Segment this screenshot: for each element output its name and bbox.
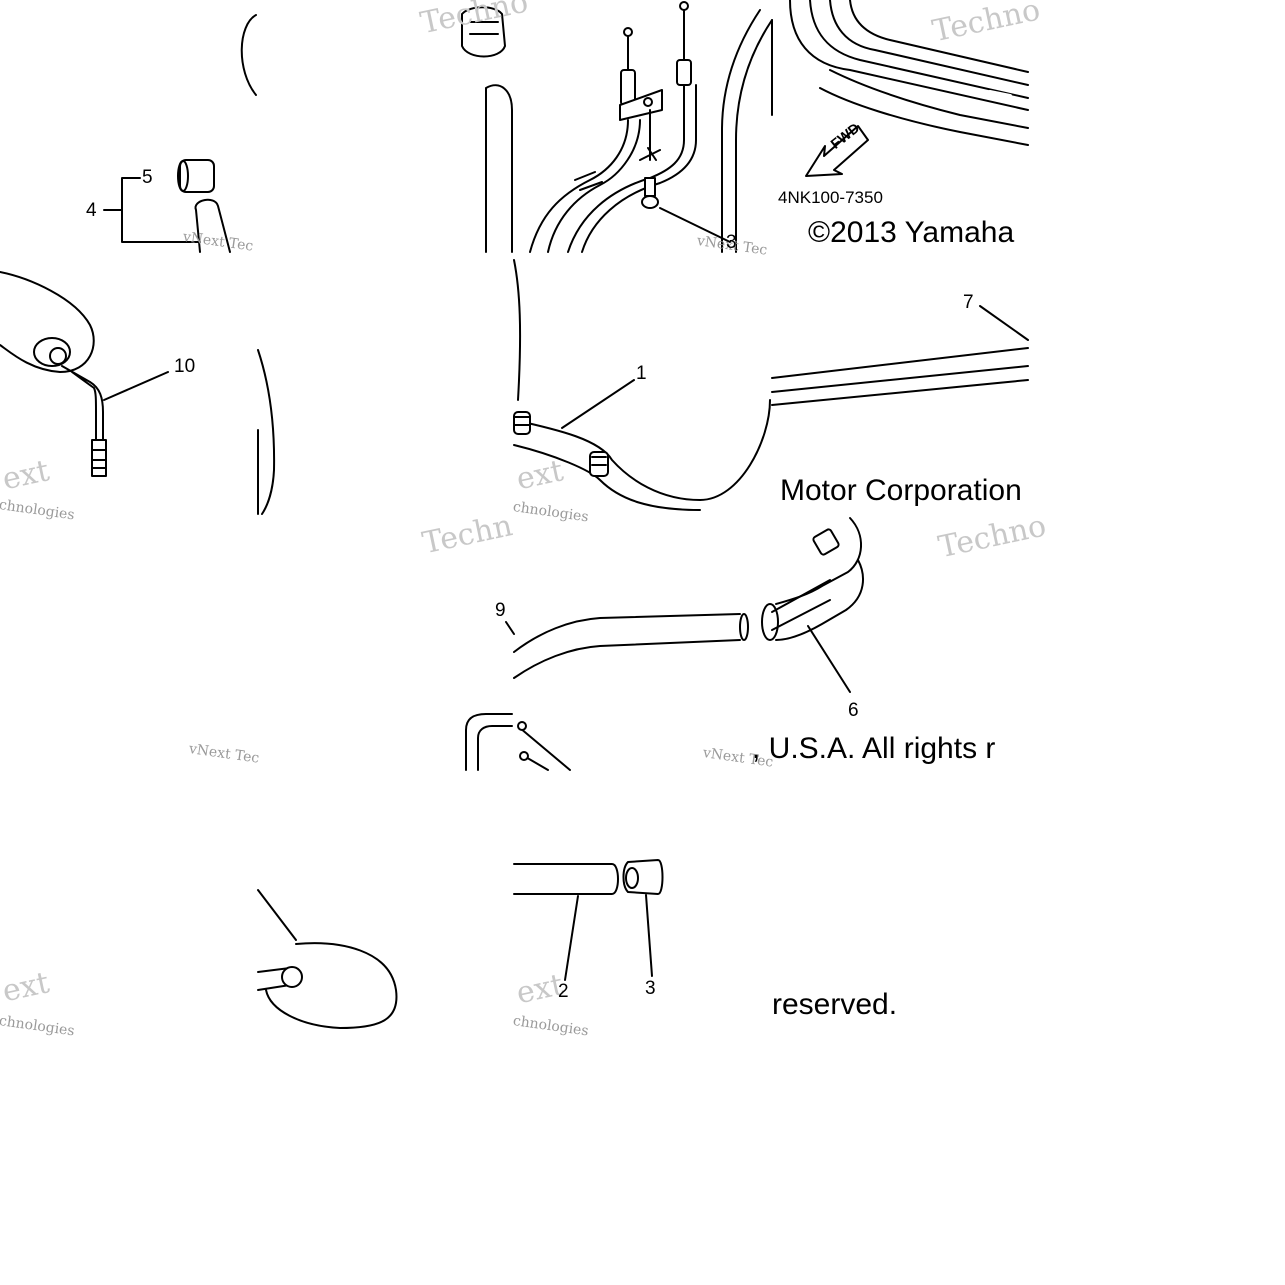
grip-part-2	[514, 864, 618, 980]
callout-3-bolt: 3	[726, 232, 737, 253]
frame-curve-top-left	[242, 15, 256, 95]
copyright-line-4: reserved.	[772, 988, 898, 1021]
callout-9: 9	[495, 600, 506, 621]
handlebar-top-right	[790, 0, 1028, 152]
callout-5: 5	[142, 167, 153, 188]
end-cap-part-5	[178, 160, 214, 192]
part-code: 4NK100-7350	[778, 188, 883, 207]
callout-7: 7	[963, 292, 974, 313]
mirror-right-part-11	[258, 890, 397, 1028]
handlebar-part-7	[772, 306, 1028, 405]
copyright-line-3: , U.S.A. All rights r	[752, 732, 996, 765]
frame-curve-mid-left	[258, 350, 274, 514]
handlebar-part-9	[506, 614, 748, 678]
callout-3: 3	[645, 978, 656, 999]
grip-end-part-4	[196, 200, 230, 252]
cable-lower-left	[466, 714, 570, 770]
callout-4: 4	[86, 200, 97, 221]
bolt-part-8	[642, 178, 730, 242]
callout-2: 2	[558, 981, 569, 1002]
callout-1: 1	[636, 363, 647, 384]
fwd-arrow-icon	[806, 126, 868, 176]
mirror-left-part-10	[0, 272, 168, 476]
grip-knob-top	[462, 7, 512, 252]
end-cap-part-3	[624, 860, 663, 976]
copyright-line-2: Motor Corporation	[780, 474, 1022, 507]
callout-10: 10	[174, 356, 196, 377]
frame-tube-top	[722, 10, 772, 252]
cable-assembly-part-6	[762, 518, 863, 692]
handlebar-part-1	[514, 260, 770, 510]
copyright-line-1: ©2013 Yamaha	[808, 216, 1015, 249]
callout-6: 6	[848, 700, 859, 721]
callout-bracket-4	[104, 178, 200, 242]
